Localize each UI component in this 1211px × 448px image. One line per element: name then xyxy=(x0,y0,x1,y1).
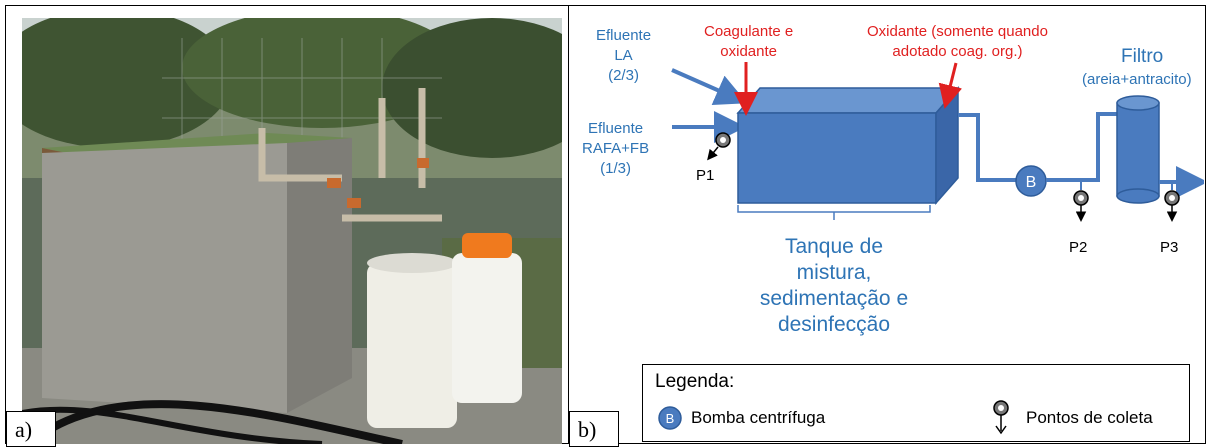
inflow-la-arrow xyxy=(671,68,748,105)
inflow-rafa-label: Efluente RAFA+FB (1/3) xyxy=(582,120,650,177)
pilot-plant-photo xyxy=(22,18,562,444)
process-diagram: B Efluente xyxy=(569,6,1208,442)
sample-point-p3-icon xyxy=(1164,182,1180,222)
legend: Legenda: B Bomba centrífuga Pontos de co… xyxy=(642,364,1190,442)
sample-point-p2-icon xyxy=(1073,182,1089,222)
inflow-la-label: Efluente LA (2/3) xyxy=(596,27,652,84)
photo-illustration xyxy=(22,18,562,444)
filter-column xyxy=(1116,102,1160,197)
process-schematic: B xyxy=(671,62,1208,222)
filter-title: Filtro xyxy=(1121,46,1164,67)
tank-brace xyxy=(737,205,931,220)
sampling-legend-icon xyxy=(993,400,1009,435)
panel-divider xyxy=(568,5,569,443)
legend-sampling-text: Pontos de coleta xyxy=(1026,408,1153,427)
filter-subtitle: (areia+antracito) xyxy=(1082,71,1192,88)
oxidant-label: Oxidante (somente quando adotado coag. o… xyxy=(867,23,1048,60)
panel-a-label: a) xyxy=(6,411,56,447)
pump-letter: B xyxy=(1026,174,1037,191)
sample-point-p3-label: P3 xyxy=(1160,239,1179,256)
tank-outlet-pipe xyxy=(958,113,1017,182)
tank-caption: Tanque de mistura, sedimentação e desinf… xyxy=(759,235,909,336)
tank-top xyxy=(736,87,960,114)
sample-point-p2-label: P2 xyxy=(1069,239,1088,256)
coagulant-label: Coagulante e oxidante xyxy=(704,23,794,60)
mixing-tank xyxy=(737,112,937,204)
filter-top xyxy=(1116,95,1160,111)
filter-bottom xyxy=(1116,188,1160,204)
legend-pump-text: Bomba centrífuga xyxy=(691,408,826,427)
pump-legend-letter: B xyxy=(666,411,675,426)
sample-point-p1-icon xyxy=(707,132,731,161)
oxidant-dose-arrow xyxy=(938,62,963,109)
panel-b-label: b) xyxy=(569,411,619,447)
pump-legend-icon: B xyxy=(658,406,682,430)
legend-title: Legenda: xyxy=(655,371,735,392)
sample-point-p1-label: P1 xyxy=(696,167,715,184)
pump-to-filter-pipe xyxy=(1046,112,1120,182)
